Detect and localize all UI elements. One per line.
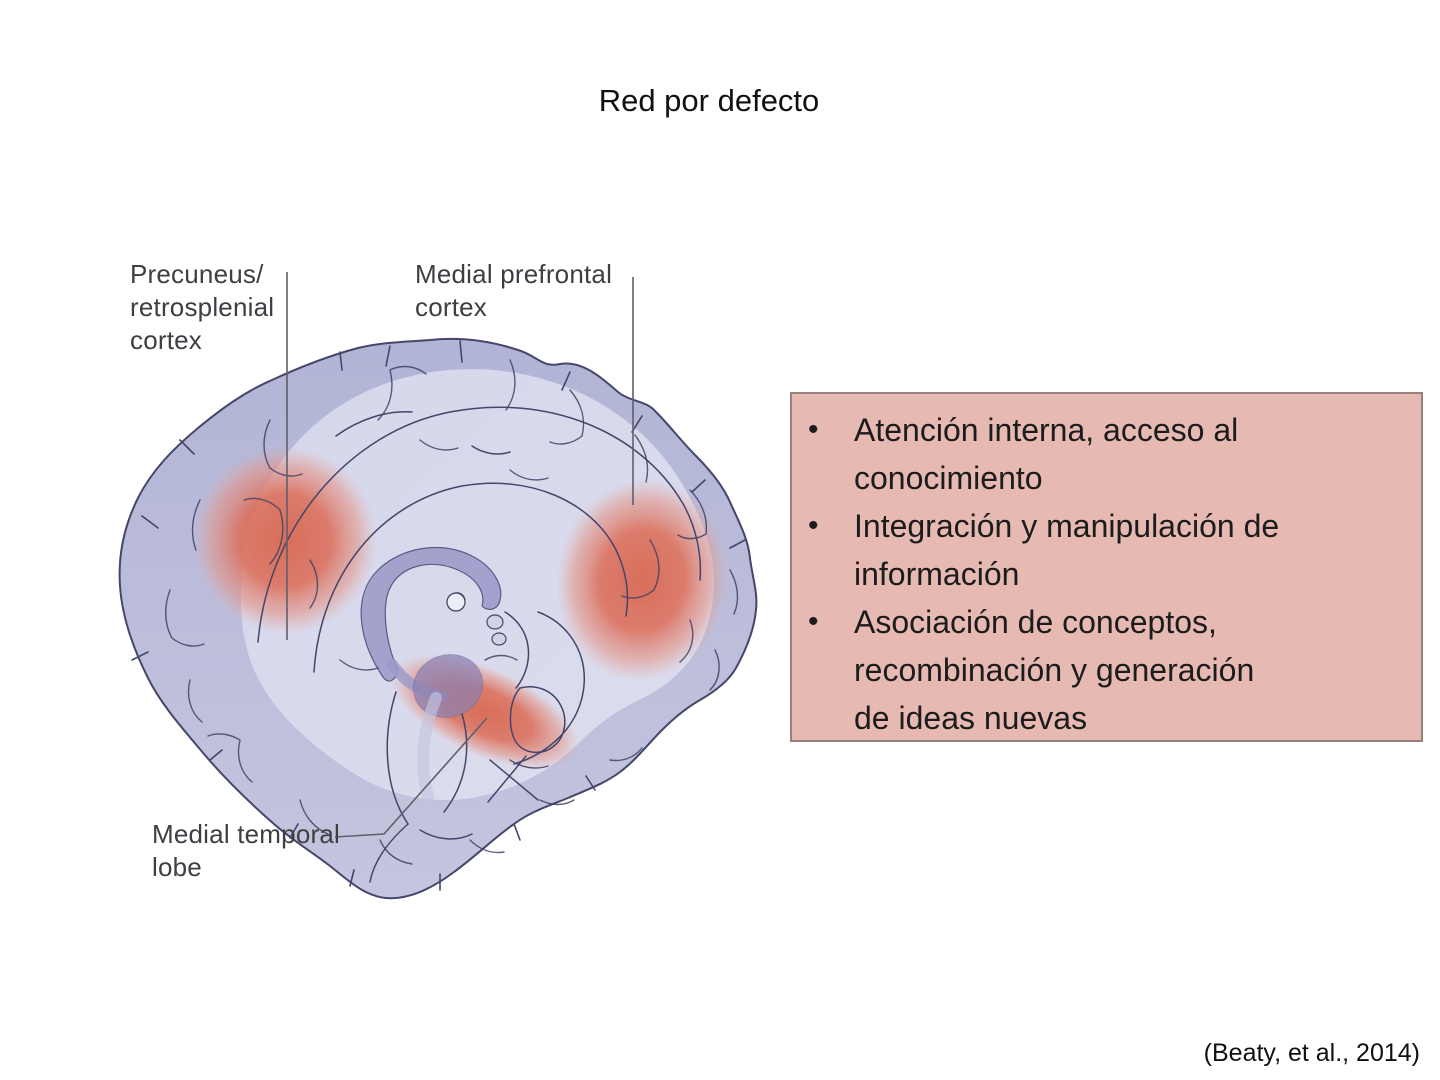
label-medial-temporal-lobe: Medial temporal lobe <box>152 819 340 882</box>
info-list: • Atención interna, acceso al conocimien… <box>808 406 1407 742</box>
ventricle-curl-tail <box>452 592 466 601</box>
label-medial-prefrontal-cortex: Medial prefrontal cortex <box>415 259 613 322</box>
brain-illustration <box>118 272 758 900</box>
bullet-text-association: Asociación de conceptos, recombinación y… <box>854 604 1255 736</box>
bullet-icon: • <box>808 509 819 542</box>
fornix-column-1 <box>486 614 504 630</box>
label-precuneus-retrosplenial-cortex: Precuneus/ retrosplenial cortex <box>130 259 275 355</box>
sulci-lines <box>165 359 739 865</box>
corpus-callosum <box>360 546 502 682</box>
bullet-icon: • <box>808 605 819 638</box>
deep-structures <box>360 546 507 802</box>
info-box: • Atención interna, acceso al conocimien… <box>790 392 1423 742</box>
brain-figure: Precuneus/ retrosplenial cortex Medial p… <box>90 240 790 920</box>
fornix-column-2 <box>491 632 507 646</box>
bullet-icon: • <box>808 413 819 446</box>
bullet-text-attention: Atención interna, acceso al conocimiento <box>854 412 1239 496</box>
list-item: • Atención interna, acceso al conocimien… <box>808 406 1407 502</box>
contour-lines <box>257 406 702 883</box>
citation: (Beaty, et al., 2014) <box>1203 1039 1420 1067</box>
red-region-medial-prefrontal <box>555 478 729 682</box>
page-title: Red por defecto <box>598 83 820 118</box>
dmn-regions <box>192 446 729 770</box>
gyri-notches <box>131 340 746 891</box>
leader-line-medial-temporal <box>334 717 488 838</box>
brainstem-band <box>416 692 442 802</box>
red-region-precuneus <box>192 446 378 634</box>
bullet-text-integration: Integración y manipulación de informació… <box>854 508 1280 592</box>
list-item: • Integración y manipulación de informac… <box>808 502 1407 598</box>
list-item: • Asociación de conceptos, recombinación… <box>808 598 1407 742</box>
leader-lines <box>286 272 634 838</box>
